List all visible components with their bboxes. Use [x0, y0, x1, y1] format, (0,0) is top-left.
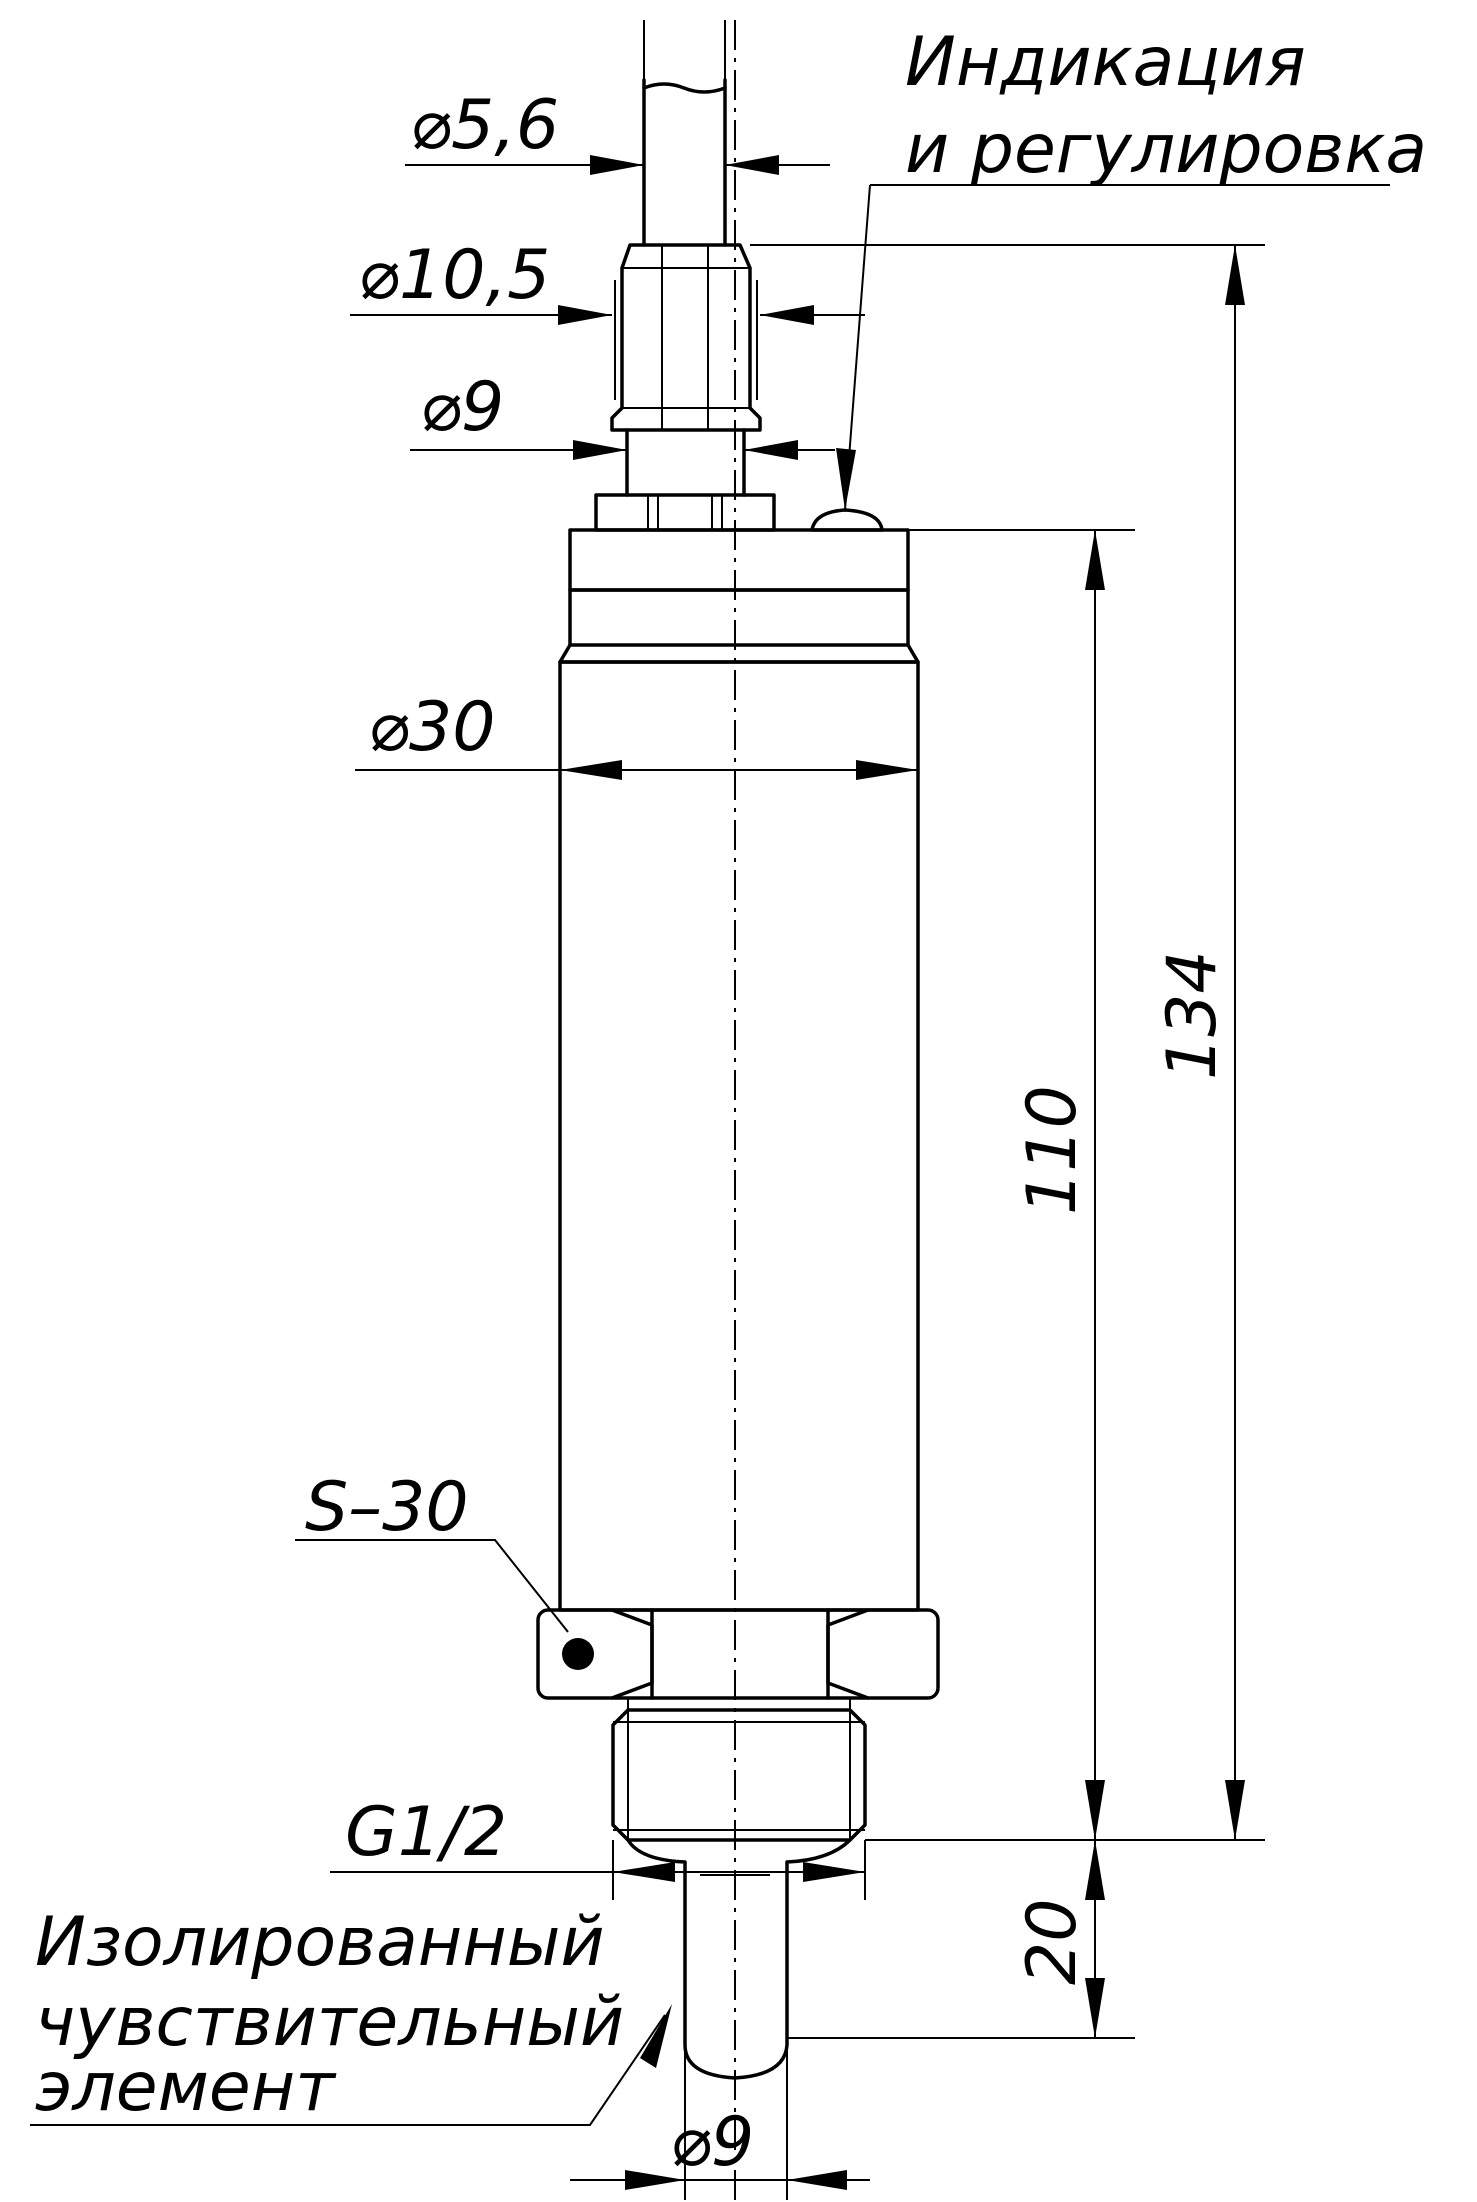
label-gland-diameter: ⌀10,5 — [358, 236, 550, 315]
dim-total-length — [1225, 245, 1245, 1840]
dim-body-length — [1085, 530, 1105, 1840]
dim-neck-diameter — [410, 440, 835, 460]
thread-fitting — [611, 1708, 867, 1842]
sensor-probe — [626, 1838, 852, 2080]
label-body-diameter: ⌀30 — [368, 688, 495, 767]
dim-probe-length — [1085, 1840, 1105, 2038]
label-total-length: 134 — [1153, 950, 1232, 1080]
label-wrench-size: S–30 — [305, 1468, 469, 1547]
neck-nut — [594, 428, 776, 532]
cable — [642, 20, 727, 247]
label-probe-length: 20 — [1013, 1898, 1092, 1985]
dim-cable-diameter — [405, 155, 830, 175]
label-sensor-3: элемент — [35, 2048, 337, 2127]
marker-dot-icon — [562, 1638, 594, 1670]
dim-body-diameter — [355, 760, 918, 780]
label-cable-diameter: ⌀5,6 — [410, 86, 559, 165]
label-indication-1: Индикация — [905, 23, 1306, 102]
label-sensor-1: Изолированный — [35, 1903, 605, 1982]
housing-body — [558, 660, 920, 1612]
dim-gland-diameter — [350, 305, 865, 325]
label-body-length: 110 — [1013, 1085, 1092, 1215]
label-sensor-2: чувствительный — [35, 1983, 624, 2062]
cable-gland — [610, 243, 762, 432]
leader-wrench — [295, 1539, 569, 1633]
hex-nut — [536, 1608, 940, 1710]
label-neck-diameter: ⌀9 — [420, 368, 504, 447]
leader-indication — [836, 184, 1390, 511]
housing-head — [558, 528, 920, 664]
label-thread: G1/2 — [345, 1793, 507, 1872]
label-probe-diameter: ⌀9 — [670, 2103, 754, 2182]
dim-probe-diameter — [570, 2045, 870, 2200]
label-indication-2: и регулировка — [905, 110, 1427, 189]
leader-sensor — [30, 2004, 672, 2126]
dim-thread — [330, 1840, 866, 1900]
led-indicator — [810, 508, 884, 532]
